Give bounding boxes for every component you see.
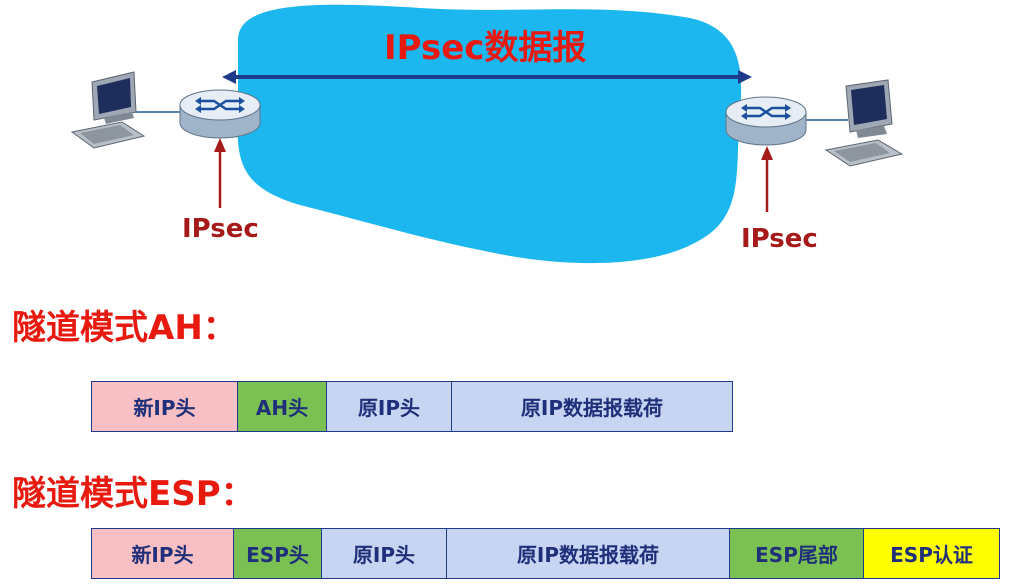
right-ipsec-label: IPsec [741,224,818,254]
esp-field-esp-header: ESP头 [234,529,322,578]
esp-heading: 隧道模式ESP： [12,474,255,514]
esp-field-esp-trailer: ESP尾部 [730,529,864,578]
right-router-icon [725,96,807,146]
network-cloud [237,4,742,264]
left-router-icon [179,89,261,139]
ah-field-ah-header: AH头 [238,382,327,431]
left-ipsec-arrow [214,138,226,208]
esp-field-new-ip-header: 新IP头 [92,529,234,578]
ah-field-new-ip-header: 新IP头 [92,382,238,431]
network-diagram [70,4,904,264]
left-ipsec-label: IPsec [182,214,259,244]
ah-heading: 隧道模式AH： [12,308,237,348]
diagram-title: IPsec数据报 [384,28,587,68]
right-computer-icon [824,79,904,167]
left-computer-icon [70,71,146,149]
ah-packet-format: 新IP头 AH头 原IP头 原IP数据报载荷 [91,381,733,432]
esp-field-esp-auth: ESP认证 [864,529,999,578]
tunnel-arrow [222,70,752,84]
esp-field-original-payload: 原IP数据报载荷 [447,529,730,578]
ah-field-original-ip-header: 原IP头 [327,382,452,431]
esp-field-original-ip-header: 原IP头 [322,529,447,578]
esp-packet-format: 新IP头 ESP头 原IP头 原IP数据报载荷 ESP尾部 ESP认证 [91,528,1000,579]
ah-field-original-payload: 原IP数据报载荷 [452,382,732,431]
right-ipsec-arrow [761,146,773,212]
